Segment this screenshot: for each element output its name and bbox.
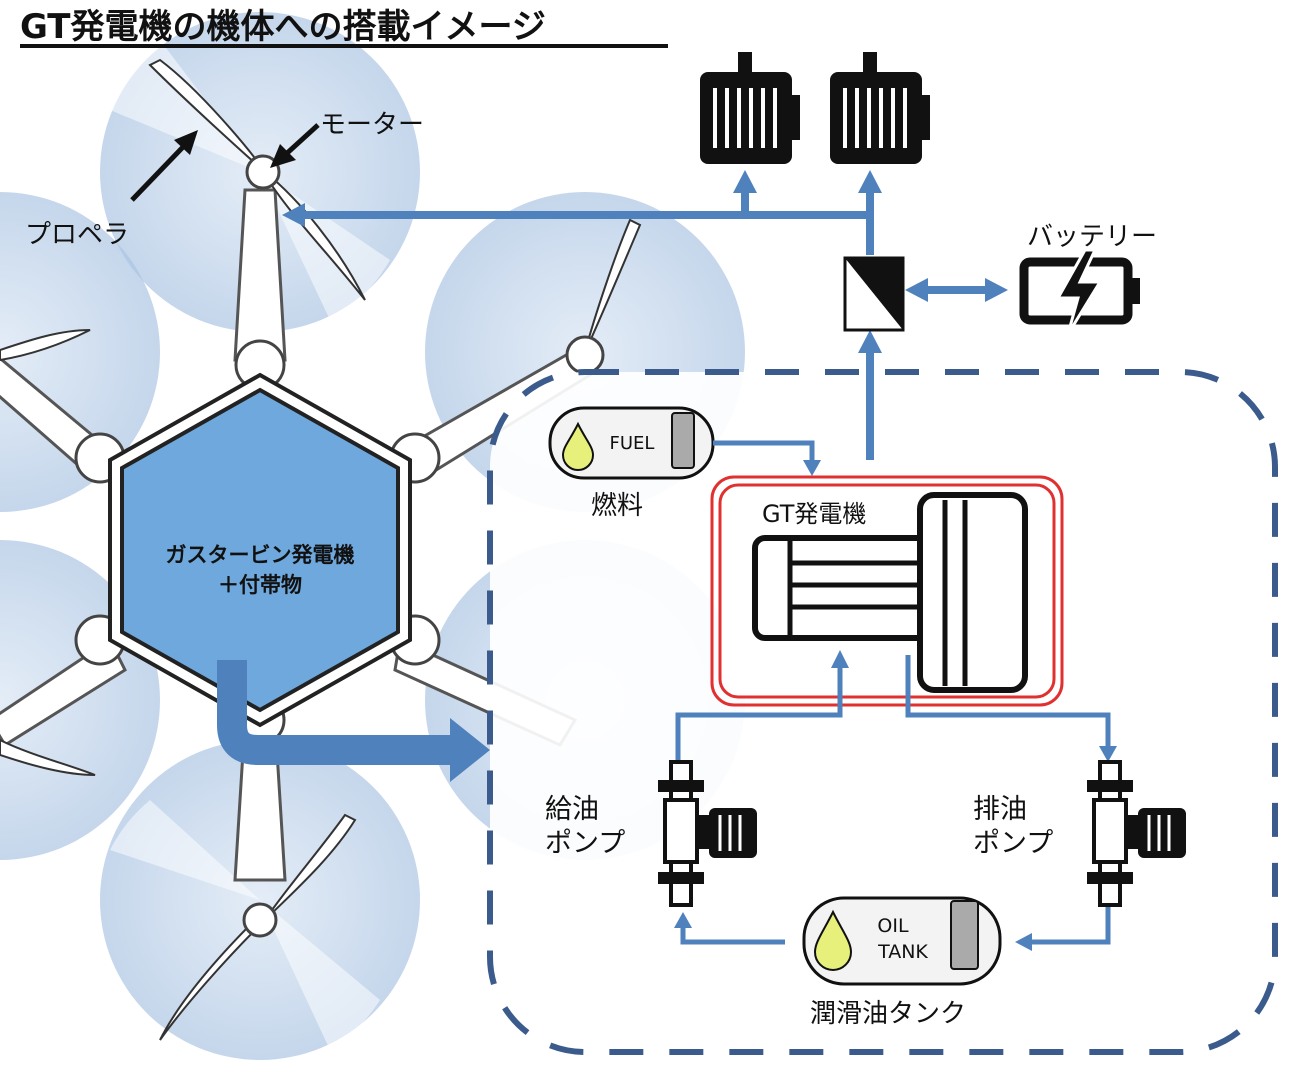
hub-label-line2: ＋付帯物	[218, 573, 302, 597]
power-flow-arrows	[302, 190, 990, 460]
oil-circuit-lines	[675, 655, 1111, 945]
oil-tag-line2: TANK	[877, 941, 928, 963]
zoom-arrow	[217, 660, 490, 782]
battery-label: バッテリー	[1027, 222, 1157, 252]
fuel-tag: FUEL	[610, 433, 655, 454]
arrow-to-propeller-motor	[282, 203, 305, 227]
arrow-to-motor-2	[858, 170, 882, 193]
hub-label-line1: ガスタービン発電機	[166, 543, 355, 567]
gt-generator-hexagon	[120, 387, 400, 713]
motor-label: モーター	[320, 110, 424, 140]
fuel-tank: FUEL	[548, 406, 715, 480]
pointer-arrows	[130, 123, 320, 202]
propeller-label: プロペラ	[25, 220, 129, 250]
propeller-blade	[0, 738, 96, 776]
electric-motor-1	[700, 52, 800, 164]
propeller-blade	[159, 918, 262, 1041]
propeller-blade	[264, 169, 366, 301]
arrow-to-motor-1	[733, 170, 757, 193]
arrow-battery-to-converter	[905, 278, 928, 302]
oil-circuit-arrowheads	[674, 650, 1117, 951]
zoom-arrow-head	[450, 718, 490, 782]
arm-top	[233, 188, 287, 362]
power-converter-icon	[843, 256, 905, 332]
propeller-blades	[0, 58, 642, 1041]
oil-drop-icon	[813, 909, 853, 971]
battery-charging-icon	[1019, 248, 1140, 335]
motor-hub	[242, 902, 278, 938]
feed-pump-label-line1: 給油	[545, 794, 599, 825]
oil-tank-label: 潤滑油タンク	[810, 999, 966, 1029]
power-flow-arrowheads	[282, 170, 1008, 353]
propeller-blade	[0, 329, 91, 362]
fuel-flow	[713, 440, 821, 476]
motor-hub	[245, 154, 281, 190]
page-title: GT発電機の機体への搭載イメージ	[20, 7, 546, 47]
fuel-drop-icon	[561, 421, 595, 471]
fuel-label: 燃料	[591, 491, 643, 521]
oil-tag-line1: OIL	[877, 915, 909, 937]
electric-motor-2	[830, 52, 930, 164]
feed-pump-label-line2: ポンプ	[545, 828, 625, 859]
motor-hub	[565, 335, 605, 375]
gt-generator-label: GT発電機	[762, 500, 866, 528]
gt-generator	[710, 475, 1064, 707]
arrow-converter-to-battery	[985, 278, 1008, 302]
feed-pump-icon	[658, 760, 757, 907]
drain-pump-label-line2: ポンプ	[973, 828, 1053, 859]
oil-tank: OIL TANK	[802, 896, 1002, 986]
central-hub: ガスタービン発電機 ＋付帯物	[108, 372, 412, 728]
drain-pump-label-line1: 排油	[973, 794, 1027, 825]
arrow-to-converter	[858, 330, 882, 353]
drain-pump-icon	[1087, 760, 1186, 907]
